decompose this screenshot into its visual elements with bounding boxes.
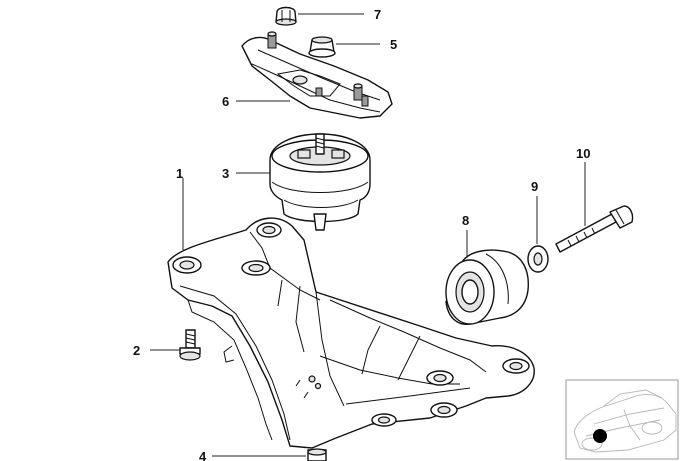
car-silhouette-icon bbox=[573, 389, 677, 453]
callout-2: 2 bbox=[133, 343, 140, 358]
callout-8: 8 bbox=[462, 213, 469, 228]
washer[interactable] bbox=[527, 245, 549, 273]
callout-7: 7 bbox=[374, 7, 381, 22]
hex-bolt[interactable] bbox=[555, 205, 634, 253]
callout-4: 4 bbox=[199, 449, 207, 461]
leader-lines bbox=[150, 13, 586, 457]
transmission-support-crossmember[interactable] bbox=[167, 217, 535, 449]
rubber-bushing[interactable] bbox=[445, 249, 529, 325]
callout-5: 5 bbox=[390, 37, 397, 52]
car-locator-inset bbox=[565, 379, 679, 460]
location-marker-icon bbox=[593, 429, 607, 443]
callout-6: 6 bbox=[222, 94, 229, 109]
callout-9: 9 bbox=[531, 179, 538, 194]
callout-labels: 1 2 3 4 5 6 7 8 9 10 bbox=[133, 7, 590, 461]
transmission-mount[interactable] bbox=[269, 133, 371, 231]
callout-10: 10 bbox=[576, 146, 590, 161]
upper-nut[interactable] bbox=[308, 36, 336, 58]
callout-1: 1 bbox=[176, 166, 183, 181]
mounting-bolt[interactable] bbox=[179, 329, 201, 361]
lower-nut[interactable] bbox=[307, 448, 327, 461]
mounting-bracket[interactable] bbox=[241, 31, 393, 119]
callout-3: 3 bbox=[222, 166, 229, 181]
cap-nut[interactable] bbox=[275, 6, 297, 26]
